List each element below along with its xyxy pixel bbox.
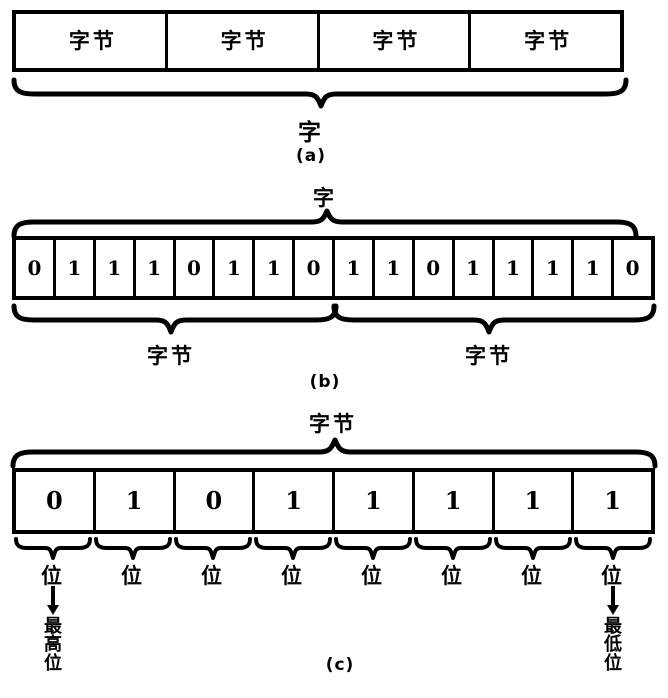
panel-c-bit-label-3: 位 [281,564,305,588]
panel-c-bit-brace-5 [414,537,492,560]
panel-a-byte-cell-3: 字节 [524,28,573,53]
panel-b: 字 0 1 1 1 0 1 1 0 1 1 0 1 1 1 1 0 字节 字节 … [0,180,668,400]
panel-c-bit-7: 1 [604,486,621,515]
panel-a-word-brace [11,77,629,109]
panel-c-bit-5: 1 [415,472,495,530]
panel-b-bit-9: 1 [375,240,415,296]
panel-c-bit-label-1: 位 [121,564,145,588]
panel-c-byte-box: 0 1 0 1 1 1 1 1 [12,468,655,534]
panel-b-bit-0: 0 [16,240,56,296]
panel-a-byte-cell-2: 字节 [320,14,472,68]
panel-b-byte-label-left: 字节 [147,344,195,368]
panel-c-lsb-char-2: 位 [604,652,622,674]
panel-a: 字节 字节 字节 字节 字 (a) [0,0,668,180]
panel-b-bit-15: 0 [625,256,640,280]
panel-c-lsb-label: 最 低 位 [573,616,653,674]
panel-b-bit-1: 1 [56,240,96,296]
panel-c-bit-6: 1 [495,472,575,530]
panel-c-msb-char-1: 高 [44,634,62,656]
panel-c-bit-label-0: 位 [41,564,65,588]
panel-c-bit-brace-7 [574,537,652,560]
panel-c-caption: (c) [325,655,355,675]
panel-c-lsb-char-1: 低 [604,634,622,656]
panel-c-bit-brace-6 [494,537,572,560]
panel-b-bit-8: 1 [335,240,375,296]
panel-a-word-box: 字节 字节 字节 字节 [12,10,624,72]
panel-b-word-box: 0 1 1 1 0 1 1 0 1 1 0 1 1 1 1 0 [12,236,655,300]
panel-c-byte-label: 字节 [309,412,357,436]
panel-c-bit-0: 0 [16,472,96,530]
panel-c-bit-3: 1 [255,472,335,530]
panel-b-caption: (b) [309,372,341,392]
panel-c-bit-brace-3 [254,537,332,560]
panel-c-bit-label-5: 位 [441,564,465,588]
panel-b-bit-10: 0 [415,240,455,296]
panel-b-word-label: 字 [313,186,337,210]
panel-c-bit-label-6: 位 [521,564,545,588]
panel-c-bit-brace-4 [334,537,412,560]
panel-a-word-label: 字 [298,120,324,146]
panel-b-bit-5: 1 [215,240,256,296]
panel-c-bit-label-4: 位 [361,564,385,588]
panel-c-msb-char-2: 位 [44,652,62,674]
panel-c-lsb-char-0: 最 [604,616,622,637]
panel-b-word-brace [11,208,639,239]
panel-c: 字节 0 1 0 1 1 1 1 1 位 位 位 位 位 位 位 位 [0,400,668,698]
panel-b-bit-11: 1 [455,240,495,296]
panel-c-msb-arrow-icon [47,586,59,615]
panel-c-bit-brace-1 [94,537,172,560]
panel-b-bit-6: 1 [255,240,296,296]
panel-c-bit-4: 1 [335,472,415,530]
panel-c-bit-brace-0 [14,537,92,560]
panel-b-bit-13: 1 [534,240,575,296]
panel-b-bit-2: 1 [96,240,136,296]
panel-c-msb-char-0: 最 [44,616,62,637]
panel-c-bit-2: 0 [176,472,256,530]
panel-c-bit-label-2: 位 [201,564,225,588]
panel-a-caption: (a) [295,146,326,166]
panel-b-bit-7: 0 [295,240,335,296]
panel-c-bit-1: 1 [96,472,176,530]
panel-a-byte-cell-0: 字节 [16,14,168,68]
panel-c-bit-label-7: 位 [601,564,625,588]
panel-b-bit-3: 1 [136,240,176,296]
panel-b-bit-4: 0 [176,240,216,296]
panel-b-bit-12: 1 [495,240,535,296]
panel-b-byte-brace-left [11,303,339,335]
panel-b-bit-14: 1 [574,240,615,296]
panel-c-bit-brace-2 [174,537,252,560]
panel-a-byte-cell-1: 字节 [168,14,320,68]
panel-b-byte-brace-right [331,303,657,335]
panel-c-byte-brace [10,437,658,469]
panel-c-msb-label: 最 高 位 [13,616,93,674]
panel-c-lsb-arrow-icon [607,586,619,615]
panel-b-byte-label-right: 字节 [465,344,513,368]
